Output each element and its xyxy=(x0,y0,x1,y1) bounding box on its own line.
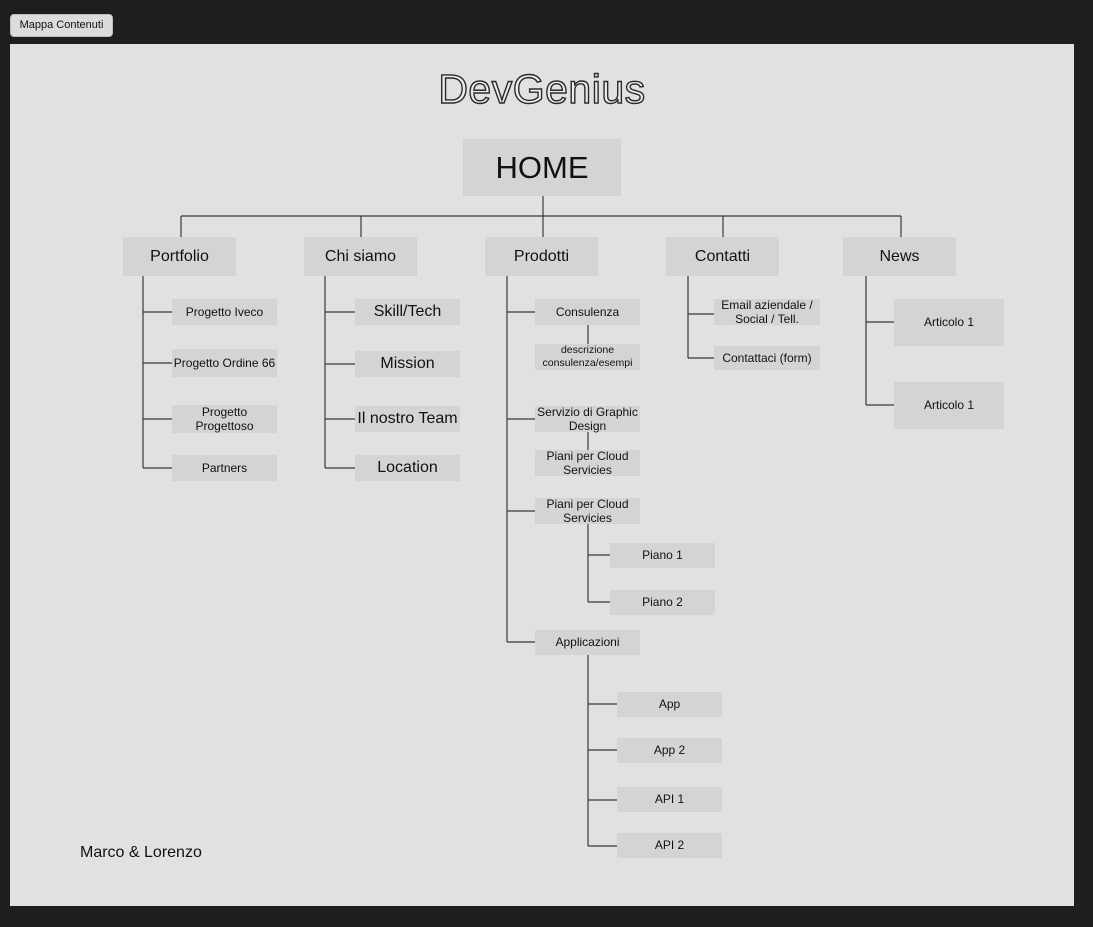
prodotti-consulenza: Consulenza xyxy=(535,299,640,325)
category-portfolio: Portfolio xyxy=(123,237,236,276)
authors-label: Marco & Lorenzo xyxy=(80,844,202,861)
category-news: News xyxy=(843,237,956,276)
prodotti-app: App xyxy=(617,692,722,717)
chi-siamo-item: Mission xyxy=(355,351,460,377)
prodotti-cloud-plans: Piani per Cloud Servicies xyxy=(535,497,640,525)
connector-lines xyxy=(142,196,902,847)
diagram-title: DevGenius xyxy=(438,65,646,112)
portfolio-item: Progetto Ordine 66 xyxy=(172,349,277,377)
prodotti-cloud-plans: Piani per Cloud Servicies xyxy=(535,449,640,477)
contatti-item: Contattaci (form) xyxy=(714,346,820,370)
news-item: Articolo 1 xyxy=(894,299,1004,346)
category-contatti: Contatti xyxy=(666,237,779,276)
portfolio-item: Progetto Progettoso xyxy=(172,405,277,433)
prodotti-piano: Piano 2 xyxy=(610,590,715,615)
portfolio-item: Progetto Iveco xyxy=(172,299,277,325)
chi-siamo-item: Skill/Tech xyxy=(355,299,460,325)
prodotti-applicazioni: Applicazioni xyxy=(535,630,640,655)
prodotti-app: App 2 xyxy=(617,738,722,763)
prodotti-api: API 2 xyxy=(617,833,722,858)
chi-siamo-item: Location xyxy=(355,455,460,481)
prodotti-descrizione: descrizione consulenza/esempi xyxy=(535,344,640,370)
prodotti-piano: Piano 1 xyxy=(610,543,715,568)
category-prodotti: Prodotti xyxy=(485,237,598,276)
prodotti-api: API 1 xyxy=(617,787,722,812)
sitemap-board: DevGenius HOME Portfolio Chi siamo Prodo… xyxy=(10,44,1074,906)
category-chi-siamo: Chi siamo xyxy=(304,237,417,276)
news-item: Articolo 1 xyxy=(894,382,1004,429)
frame-label-tab[interactable]: Mappa Contenuti xyxy=(10,14,113,37)
contatti-item: Email aziendale / Social / Tell. xyxy=(714,298,820,326)
chi-siamo-item: Il nostro Team xyxy=(355,406,460,432)
home-node: HOME xyxy=(463,139,621,196)
portfolio-item: Partners xyxy=(172,455,277,481)
prodotti-graphic-design: Servizio di Graphic Design xyxy=(535,405,640,433)
